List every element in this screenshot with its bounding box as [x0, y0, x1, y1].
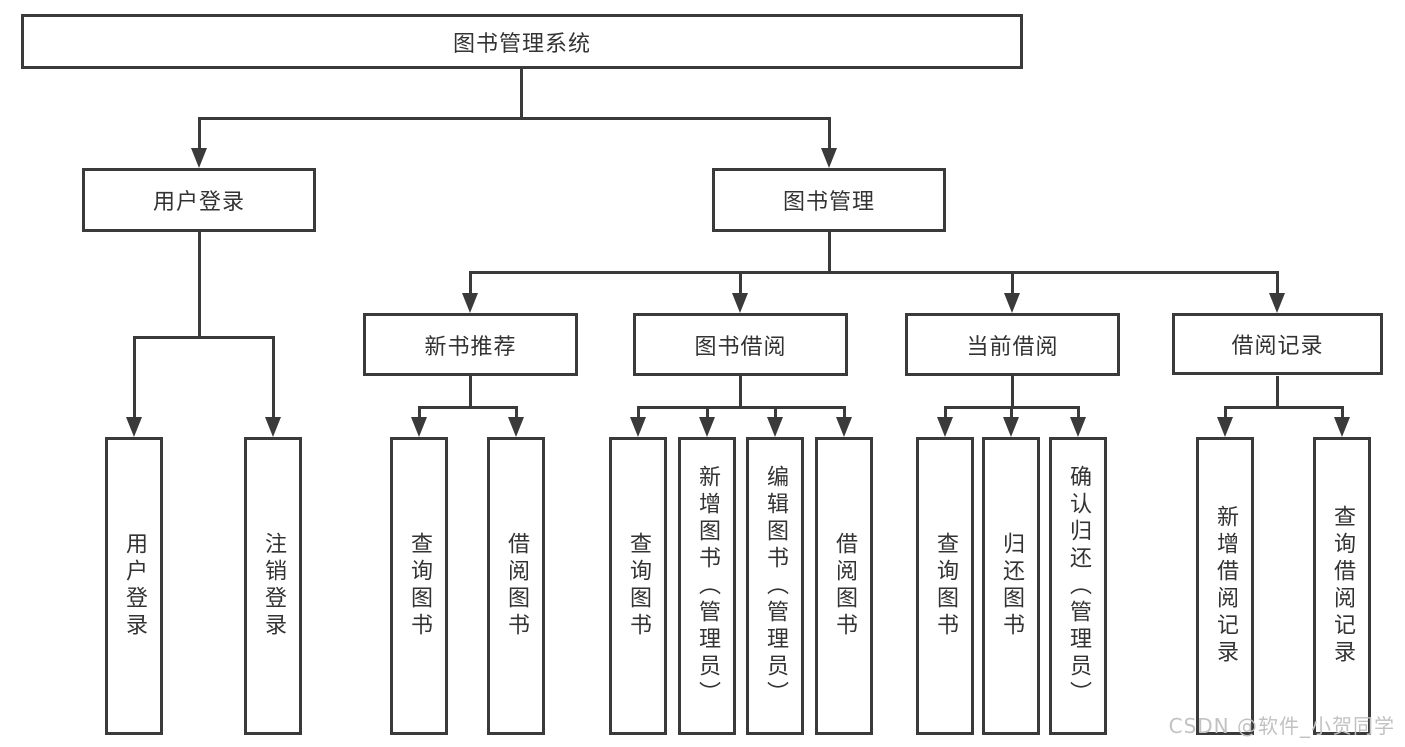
- leaf-user-login: 用户登录: [105, 437, 163, 735]
- leaf-query-books-recommend: 查询图书: [390, 437, 448, 735]
- connector-drop: [1077, 406, 1080, 419]
- connector-drop: [133, 336, 136, 419]
- leaf-borrow-books-recommend: 借阅图书: [487, 437, 545, 735]
- node-new-book-recommend: 新书推荐: [363, 313, 578, 376]
- leaf-query-books-borrowing: 查询图书: [609, 437, 667, 735]
- leaf-return-books: 归还图书: [982, 437, 1040, 735]
- leaf-label: 查询图书: [407, 532, 432, 640]
- leaf-label: 确认归还（管理员）: [1066, 464, 1091, 708]
- arrowhead-down-icon: [836, 417, 852, 437]
- leaf-logout: 注销登录: [244, 437, 302, 735]
- leaf-label: 查询图书: [933, 532, 958, 640]
- node-book-borrowing: 图书借阅: [633, 313, 848, 376]
- node-current-borrowing: 当前借阅: [905, 313, 1120, 376]
- arrowhead-down-icon: [732, 293, 748, 313]
- connector-newbook-stem: [469, 376, 472, 406]
- leaf-edit-books-admin: 编辑图书（管理员）: [746, 437, 804, 735]
- connector-drop: [828, 117, 831, 151]
- arrowhead-down-icon: [1070, 417, 1086, 437]
- node-label: 图书借阅: [694, 334, 787, 360]
- leaf-label: 借阅图书: [504, 532, 529, 640]
- arrowhead-down-icon: [821, 148, 837, 168]
- leaf-borrow-books: 借阅图书: [815, 437, 873, 735]
- connector-drop: [1276, 271, 1279, 295]
- arrowhead-down-icon: [767, 417, 783, 437]
- node-label: 用户登录: [152, 190, 245, 215]
- leaf-label: 查询图书: [626, 532, 651, 640]
- connector-drop: [637, 406, 640, 419]
- leaf-label: 编辑图书（管理员）: [763, 464, 788, 708]
- arrowhead-down-icon: [126, 417, 142, 437]
- arrowhead-down-icon: [937, 417, 953, 437]
- node-label: 图书管理: [782, 190, 875, 215]
- leaf-confirm-return-admin: 确认归还（管理员）: [1049, 437, 1107, 735]
- node-user-login: 用户登录: [82, 168, 316, 232]
- leaf-label: 查询借阅记录: [1330, 505, 1355, 667]
- connector-drop: [418, 406, 421, 419]
- arrowhead-down-icon: [1269, 293, 1285, 313]
- connector-drop: [706, 406, 709, 419]
- leaf-query-books-current: 查询图书: [916, 437, 974, 735]
- connector-drop: [469, 271, 472, 295]
- arrowhead-down-icon: [630, 417, 646, 437]
- node-label: 新书推荐: [424, 334, 517, 360]
- leaf-add-borrow-record: 新增借阅记录: [1196, 437, 1254, 735]
- connector-borrowing-stem: [739, 376, 742, 406]
- connector-drop: [198, 117, 201, 151]
- node-borrow-records: 借阅记录: [1172, 313, 1383, 375]
- arrowhead-down-icon: [265, 417, 281, 437]
- connector-drop: [944, 406, 947, 419]
- leaf-label: 借阅图书: [832, 532, 857, 640]
- connector-userlogin-stem: [198, 232, 201, 336]
- connector-newbook-bar: [418, 406, 518, 409]
- arrowhead-down-icon: [1334, 417, 1350, 437]
- connector-drop: [1341, 406, 1344, 419]
- connector-drop: [1010, 406, 1013, 419]
- leaf-label: 归还图书: [999, 532, 1024, 640]
- leaf-add-books-admin: 新增图书（管理员）: [678, 437, 736, 735]
- arrowhead-down-icon: [1217, 417, 1233, 437]
- connector-borrowing-bar: [637, 406, 846, 409]
- arrowhead-down-icon: [1003, 417, 1019, 437]
- connector-bookmgmt-bar: [469, 271, 1279, 274]
- leaf-query-borrow-record: 查询借阅记录: [1313, 437, 1371, 735]
- arrowhead-down-icon: [191, 148, 207, 168]
- connector-root-stem: [520, 69, 523, 117]
- connector-root-bar: [198, 117, 831, 120]
- arrowhead-down-icon: [1004, 293, 1020, 313]
- leaf-label: 用户登录: [122, 532, 147, 640]
- connector-drop: [774, 406, 777, 419]
- csdn-watermark: CSDN @软件_小贺同学: [1168, 714, 1395, 738]
- connector-current-stem: [1011, 376, 1014, 406]
- connector-drop: [739, 271, 742, 295]
- leaf-label: 新增图书（管理员）: [695, 464, 720, 708]
- connector-drop: [515, 406, 518, 419]
- node-label: 当前借阅: [966, 334, 1059, 360]
- node-book-management: 图书管理: [712, 168, 946, 232]
- connector-userlogin-bar: [133, 336, 275, 339]
- connector-drop: [272, 336, 275, 419]
- connector-drop: [1011, 271, 1014, 295]
- arrowhead-down-icon: [508, 417, 524, 437]
- node-label: 借阅记录: [1231, 334, 1324, 359]
- arrowhead-down-icon: [462, 293, 478, 313]
- arrowhead-down-icon: [699, 417, 715, 437]
- node-library-management-system: 图书管理系统: [21, 14, 1023, 69]
- connector-drop: [1224, 406, 1227, 419]
- connector-records-stem: [1276, 376, 1279, 406]
- leaf-label: 注销登录: [261, 532, 286, 640]
- connector-bookmgmt-stem: [828, 232, 831, 271]
- arrowhead-down-icon: [411, 417, 427, 437]
- connector-drop: [843, 406, 846, 419]
- connector-records-bar: [1224, 406, 1344, 409]
- leaf-label: 新增借阅记录: [1213, 505, 1238, 667]
- node-label: 图书管理系统: [452, 31, 591, 57]
